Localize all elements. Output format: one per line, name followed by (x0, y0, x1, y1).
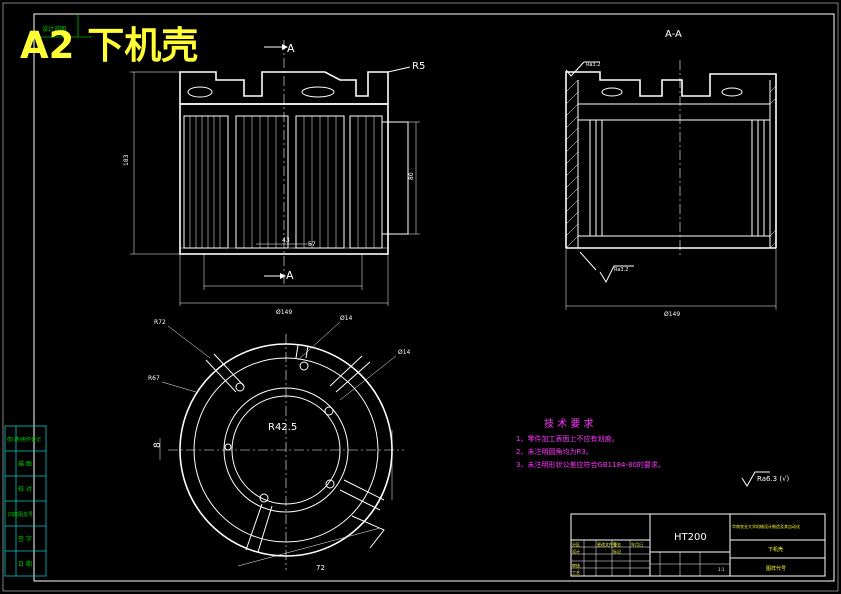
left-stamp: 借(通)用件登记 描 图 校 对 旧底图总号 签 字 日 期 (4, 425, 47, 577)
tb-material: HT200 (674, 532, 707, 543)
tb-scale: 1:1 (718, 567, 725, 572)
front-dim-b: 57 (308, 241, 316, 248)
tb-left-1: 设计 (572, 548, 580, 554)
section-marker-top: A (287, 42, 295, 55)
section-dim-width: Ø149 (664, 311, 680, 318)
plan-view: R72 R67 Ø14 Ø14 R42.5 8 72 (148, 315, 411, 572)
plan-dim-72: 72 (316, 564, 325, 572)
front-dim-a: 43 (282, 237, 290, 244)
front-dim-height-left: 183 (123, 154, 130, 166)
plan-r67: R67 (148, 375, 160, 382)
tb-left-3: 工艺 (572, 570, 580, 575)
section-view: A-A (565, 29, 777, 318)
front-r5-label: R5 (412, 61, 425, 72)
section-marker-bottom: A (286, 269, 294, 282)
top-label: 设计说明 (42, 25, 66, 33)
stamp-6: 日 期 (18, 560, 32, 568)
stamp-2: 描 图 (18, 460, 32, 468)
plan-d14b: Ø14 (398, 349, 411, 356)
title-block: 分区 更改文件号 签名 年月日 设计 审核 工艺 标记 华南农业大学机械设计制造… (570, 513, 826, 577)
plan-r72: R72 (154, 319, 166, 326)
section-rough-bottom: Ra3.2 (614, 267, 628, 273)
tb-school: 华南农业大学机械设计制造及其自动化 (732, 523, 800, 529)
tb-left-2: 审核 (572, 562, 580, 568)
sheet-title: A2 下机壳 (20, 24, 198, 67)
stamp-5: 签 字 (18, 535, 32, 543)
tb-row-3: 签名 (613, 541, 621, 547)
tech-item-3: 3、未注明形状公差应符合GB1184-80的要求。 (516, 460, 665, 469)
stamp-4: 旧底图总号 (8, 511, 33, 518)
stamp-1: 借(通)用件登记 (7, 436, 41, 443)
tech-item-1: 1、零件加工表面上不应有划痕。 (516, 434, 618, 443)
tech-title: 技 术 要 求 (544, 417, 594, 430)
tech-item-2: 2、未注明圆角均为R3。 (516, 447, 593, 456)
tech-requirements: 技 术 要 求 1、零件加工表面上不应有划痕。 2、未注明圆角均为R3。 3、未… (516, 417, 665, 469)
tb-row-1: 分区 (572, 541, 580, 547)
plan-dim-8: 8 (153, 442, 163, 448)
section-label: A-A (665, 29, 682, 40)
plan-center-radius: R42.5 (268, 422, 297, 433)
roughness-note: Ra6.3 (√) (741, 471, 790, 487)
stamp-3: 校 对 (18, 485, 32, 493)
section-rough-top: Ra3.2 (586, 62, 600, 68)
tb-row-2: 更改文件号 (597, 541, 617, 547)
plan-d14a: Ø14 (340, 315, 353, 322)
tb-left-4: 标记 (613, 548, 621, 554)
tb-drawing-no: 图样代号 (766, 565, 786, 572)
tb-part-name: 下机壳 (768, 546, 783, 553)
front-dim-width: Ø149 (276, 309, 292, 316)
tb-row-4: 年月日 (631, 541, 643, 547)
front-dim-height-inner: 80 (408, 172, 415, 180)
inner-frame (33, 13, 835, 582)
roughness-note-text: Ra6.3 (√) (757, 475, 790, 483)
front-view: A A R5 (123, 40, 425, 316)
